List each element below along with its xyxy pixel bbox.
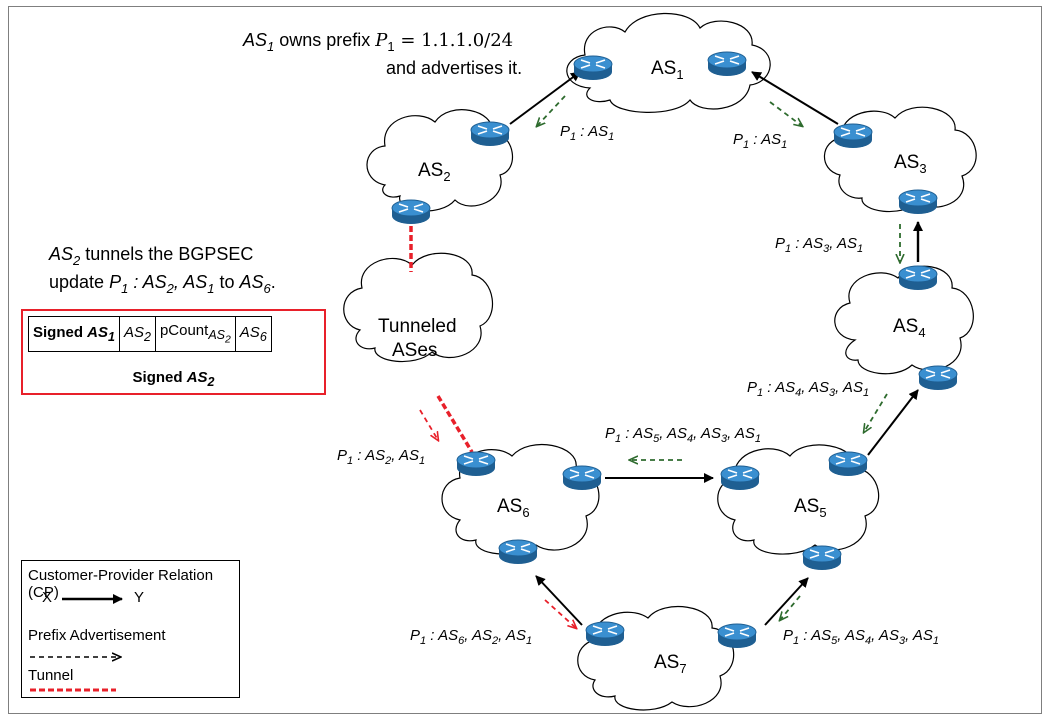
adv-arrow-as4-as5 <box>864 393 888 432</box>
legend-cp-x: X <box>42 589 53 606</box>
cp-as5-as4 <box>867 389 919 456</box>
tunnel-tunneled-as6 <box>436 395 474 453</box>
router-icon <box>456 451 496 477</box>
router-icon <box>391 199 431 225</box>
path-label-as1-as3: P1 : AS1 <box>733 131 787 151</box>
router-icon <box>707 51 747 77</box>
as2-note-line1: AS2 tunnels the BGPSEC <box>48 244 253 268</box>
as1-label: AS1 <box>651 58 684 82</box>
path-label-as5-as7: P1 : AS5, AS4, AS3, AS1 <box>783 627 939 647</box>
signed-as1-cell: Signed AS1 <box>28 316 120 352</box>
router-icon <box>717 623 757 649</box>
as3-label: AS3 <box>894 152 927 176</box>
cloud-as1 <box>566 12 771 113</box>
path-label-as6-as7: P1 : AS6, AS2, AS1 <box>410 627 532 647</box>
router-icon <box>802 545 842 571</box>
router-icon <box>833 123 873 149</box>
as2-cell: AS2 <box>118 316 156 352</box>
path-label-as5-as6: P1 : AS5, AS4, AS3, AS1 <box>605 425 761 445</box>
router-icon <box>470 121 510 147</box>
path-label-as4-as5: P1 : AS4, AS3, AS1 <box>747 379 869 399</box>
adv-arrow-as1-as3 <box>769 101 802 126</box>
tunneled-label-line2: ASes <box>392 340 437 361</box>
as6-label: AS6 <box>497 496 530 520</box>
legend-prefix-title: Prefix Advertisement <box>28 627 166 644</box>
path-label-as1-as2: P1 : AS1 <box>560 123 614 143</box>
as5-label: AS5 <box>794 496 827 520</box>
as4-label: AS4 <box>893 316 926 340</box>
legend: Customer-Provider Relation (CP) X Y Pref… <box>21 560 240 698</box>
router-icon <box>573 55 613 81</box>
cp-as7-as5 <box>764 577 809 626</box>
legend-cp-title: Customer-Provider Relation (CP) <box>28 567 214 601</box>
path-label-as3-as4: P1 : AS3, AS1 <box>775 235 863 255</box>
router-icon <box>562 465 602 491</box>
path-label-tunnel-as6: P1 : AS2, AS1 <box>337 447 425 467</box>
router-icon <box>898 189 938 215</box>
bgpsec-update-table: Signed AS1 AS2 pCountAS2 AS6 <box>28 316 272 352</box>
adv-arrow-as5-as7 <box>780 595 801 620</box>
tunneled-label-line1: Tunneled <box>378 316 457 337</box>
router-icon <box>585 621 625 647</box>
adv-arrow-tunnel-as6 <box>419 409 438 440</box>
adv-arrow-as6-as7 <box>544 599 576 628</box>
router-icon <box>498 539 538 565</box>
pcount-cell: pCountAS2 <box>154 316 236 352</box>
router-icon <box>720 465 760 491</box>
signed-as2-label: Signed AS2 <box>132 369 215 389</box>
cp-as7-as6 <box>535 575 583 626</box>
as7-label: AS7 <box>654 652 687 676</box>
router-icon <box>828 451 868 477</box>
as2-label: AS2 <box>418 160 451 184</box>
router-icon <box>918 365 958 391</box>
legend-cp-y: Y <box>134 589 145 606</box>
adv-arrow-as1-as2 <box>537 95 566 126</box>
cp-as3-as1 <box>751 71 839 125</box>
as1-note-line1: AS1 owns prefix P1 = 1.1.1.0/24 <box>242 30 513 54</box>
as1-note-line2: and advertises it. <box>386 58 522 78</box>
cloud-tunneled <box>343 252 494 363</box>
cp-as2-as1 <box>509 71 581 125</box>
legend-tunnel-title: Tunnel <box>28 667 74 684</box>
as2-note-line2: update P1 : AS2, AS1 to AS6. <box>49 272 276 296</box>
bgpsec-update-box: Signed AS1 AS2 pCountAS2 AS6 Signed AS2 <box>21 309 326 395</box>
router-icon <box>898 265 938 291</box>
as6-cell: AS6 <box>234 316 272 352</box>
legend-swatches <box>30 594 123 692</box>
cloud-as4 <box>834 265 974 375</box>
